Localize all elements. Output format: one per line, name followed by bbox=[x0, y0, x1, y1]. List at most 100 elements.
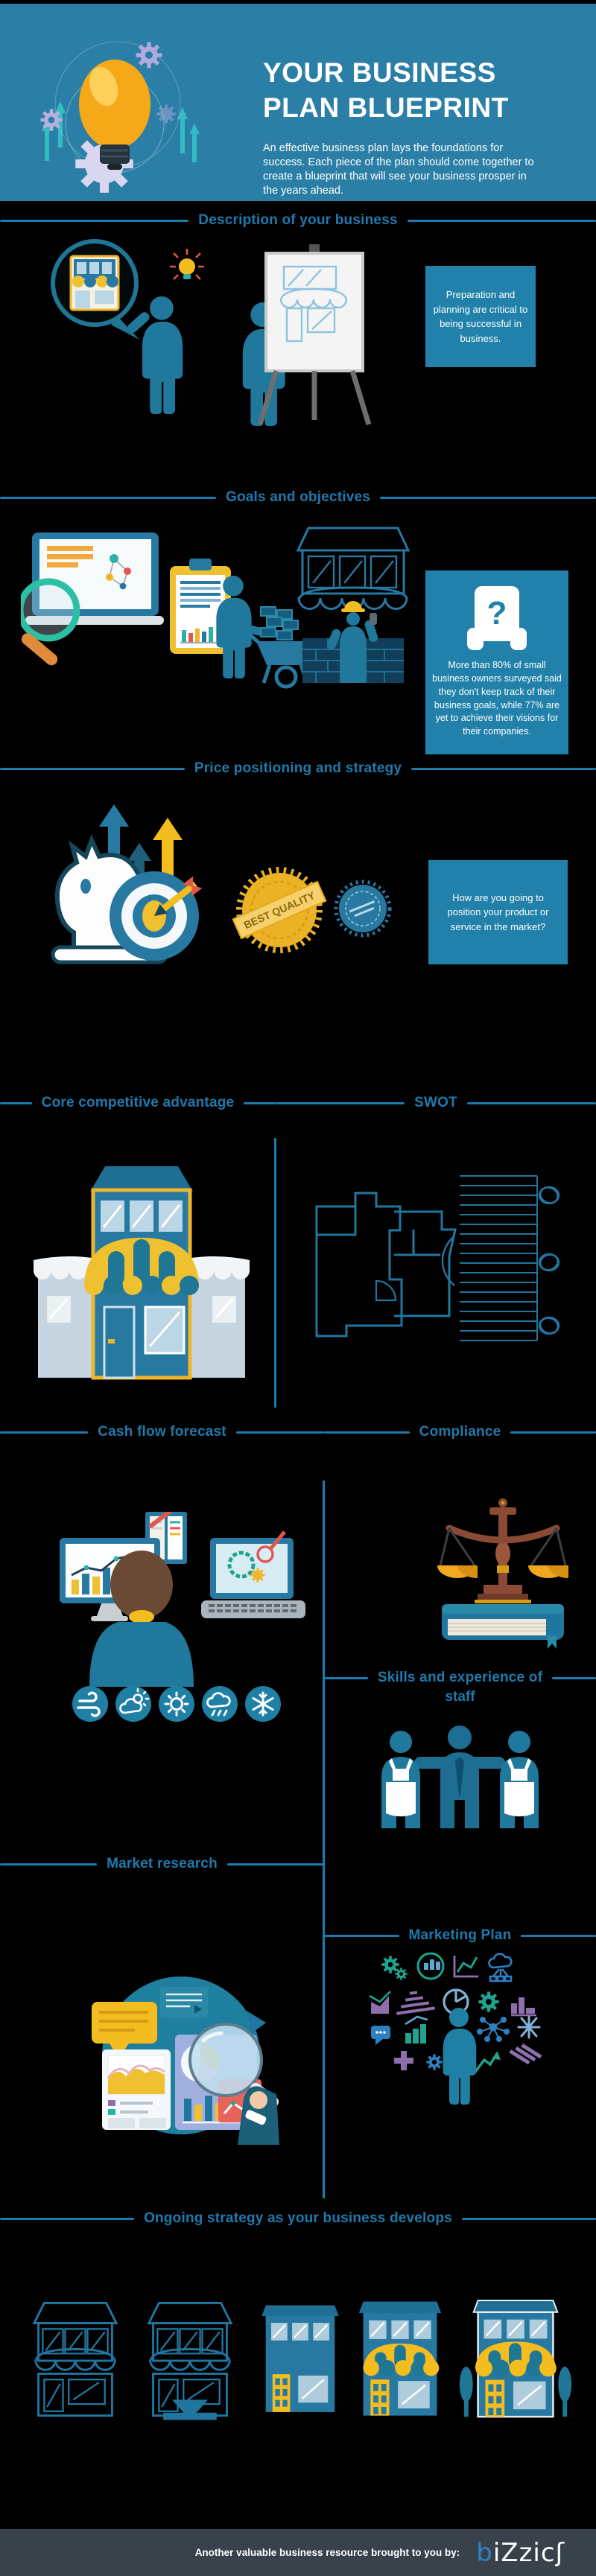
logo-part-s: ʃ bbox=[555, 2537, 565, 2568]
awning bbox=[475, 2341, 557, 2377]
staff-illustration bbox=[381, 1726, 539, 1828]
burst-icon bbox=[517, 2015, 541, 2039]
section-title-market: Market research bbox=[107, 1856, 218, 1871]
divider-line bbox=[0, 496, 216, 499]
section-header-price: Price positioning and strategy bbox=[0, 760, 596, 777]
divider-line bbox=[235, 1431, 324, 1434]
weather-icons-row bbox=[72, 1686, 281, 1722]
rain-icon bbox=[202, 1686, 238, 1722]
worker-left bbox=[381, 1731, 420, 1828]
swot-blueprint-illustration bbox=[315, 1175, 560, 1341]
divider-line bbox=[510, 1431, 596, 1434]
laptop-icon bbox=[201, 1530, 305, 1618]
section-header-compliance: Compliance bbox=[324, 1424, 596, 1440]
section-title-cashflow: Cash flow forecast bbox=[98, 1424, 226, 1440]
gear-icon bbox=[478, 1991, 499, 2012]
mini-bar-chart bbox=[180, 627, 216, 643]
worker-middle bbox=[414, 1726, 505, 1828]
bulb bbox=[79, 60, 150, 149]
easel-blueprint bbox=[257, 244, 372, 426]
divider-line bbox=[276, 1101, 405, 1104]
tie bbox=[455, 1757, 464, 1796]
person-figure bbox=[443, 2008, 477, 2105]
network-icon bbox=[477, 2017, 510, 2042]
section-title-price: Price positioning and strategy bbox=[194, 760, 402, 776]
worker-right bbox=[500, 1731, 539, 1828]
callout-text: Preparation and planning are critical to… bbox=[433, 289, 528, 344]
gear-small-icon bbox=[426, 2054, 443, 2070]
magnifier-icon bbox=[21, 578, 80, 642]
divider-line bbox=[0, 219, 189, 222]
best-quality-stamp: BEST QUALITY bbox=[232, 867, 327, 953]
area-chart-icon bbox=[369, 1991, 391, 2014]
store-stage-4-awning bbox=[358, 2301, 442, 2416]
partly-cloudy-icon bbox=[115, 1686, 151, 1722]
callout-goals: ? More than 80% of small business owners… bbox=[425, 570, 568, 754]
intro-paragraph: An effective business plan lays the foun… bbox=[263, 141, 534, 197]
market-research-illustration bbox=[92, 1976, 279, 2145]
chat-icon bbox=[371, 2026, 390, 2045]
section-header-marketing: Marketing Plan bbox=[324, 1927, 596, 1944]
section-title-skills-line2: staff bbox=[445, 1689, 475, 1705]
divider-line bbox=[244, 1101, 276, 1104]
divider-line bbox=[411, 767, 596, 770]
divider-line bbox=[0, 2217, 135, 2220]
section-header-description: Description of your business bbox=[0, 212, 596, 229]
apron bbox=[386, 1758, 416, 1816]
wheelbarrow bbox=[256, 641, 313, 665]
footer-bar: Another valuable business resource broug… bbox=[0, 2529, 596, 2576]
lightbulb-gears-illustration bbox=[40, 41, 200, 193]
laptop-analysis-icon bbox=[21, 532, 164, 666]
trend-arrow-icon bbox=[474, 2052, 501, 2073]
apron bbox=[504, 1758, 534, 1816]
section-title-ongoing: Ongoing strategy as your business develo… bbox=[144, 2210, 452, 2226]
scales-of-justice-icon bbox=[437, 1498, 568, 1603]
divider-line bbox=[407, 219, 596, 222]
section-header-cashflow: Cash flow forecast bbox=[0, 1424, 324, 1440]
section-title-description: Description of your business bbox=[198, 212, 398, 228]
blue-quality-stamp bbox=[334, 880, 392, 938]
section-title-compliance: Compliance bbox=[419, 1424, 501, 1440]
footer-text: Another valuable business resource broug… bbox=[194, 2547, 460, 2558]
divider-line bbox=[521, 1934, 596, 1937]
store-stage-5-complete bbox=[459, 2299, 572, 2418]
price-strategy-illustration: BEST QUALITY bbox=[51, 804, 392, 964]
arrow-icon bbox=[247, 2011, 266, 2036]
divider-line bbox=[324, 1431, 410, 1434]
person-figure bbox=[127, 296, 183, 414]
storefront-illustration bbox=[34, 1166, 250, 1380]
report-card-top bbox=[160, 1987, 208, 2018]
gear-icon bbox=[40, 42, 176, 131]
doc-card-left bbox=[102, 2049, 171, 2130]
logo-part-mid: iZzic bbox=[492, 2537, 556, 2568]
idea-bulb-icon bbox=[170, 249, 204, 280]
callout-text: More than 80% of small business owners s… bbox=[432, 660, 562, 737]
bar-chart-icon bbox=[511, 1997, 536, 2017]
question-person-icon: ? bbox=[461, 586, 533, 651]
section-header-ongoing: Ongoing strategy as your business develo… bbox=[0, 2210, 596, 2227]
target-icon bbox=[110, 871, 203, 961]
researcher-hand bbox=[238, 2086, 279, 2145]
description-illustration bbox=[51, 239, 372, 426]
title-line1: YOUR BUSINESS bbox=[263, 57, 496, 88]
snow-icon bbox=[245, 1686, 281, 1722]
callout-text: How are you going to position your produ… bbox=[447, 891, 549, 932]
section-header-market: Market research bbox=[0, 1856, 325, 1872]
construction-worker bbox=[327, 601, 378, 683]
callout-price: How are you going to position your produ… bbox=[428, 860, 568, 964]
callout-description: Preparation and planning are critical to… bbox=[425, 266, 536, 367]
section-title-marketing: Marketing Plan bbox=[408, 1927, 512, 1943]
awning bbox=[84, 1238, 199, 1295]
divider-line bbox=[0, 767, 185, 770]
gears-icon bbox=[381, 1956, 408, 1980]
store-stage-3-solid bbox=[261, 2305, 339, 2412]
growth-bars-icon bbox=[405, 2015, 428, 2044]
section-header-core: Core competitive advantage bbox=[0, 1095, 276, 1111]
header-banner: YOUR BUSINESS PLAN BLUEPRINT An effectiv… bbox=[0, 4, 596, 201]
section-title-swot: SWOT bbox=[414, 1095, 457, 1110]
diagonal-lines-icon bbox=[509, 2044, 542, 2065]
hatched-panel bbox=[460, 1175, 538, 1341]
section-header-skills: Skills and experience of bbox=[324, 1670, 596, 1686]
divider-line bbox=[552, 1676, 596, 1679]
